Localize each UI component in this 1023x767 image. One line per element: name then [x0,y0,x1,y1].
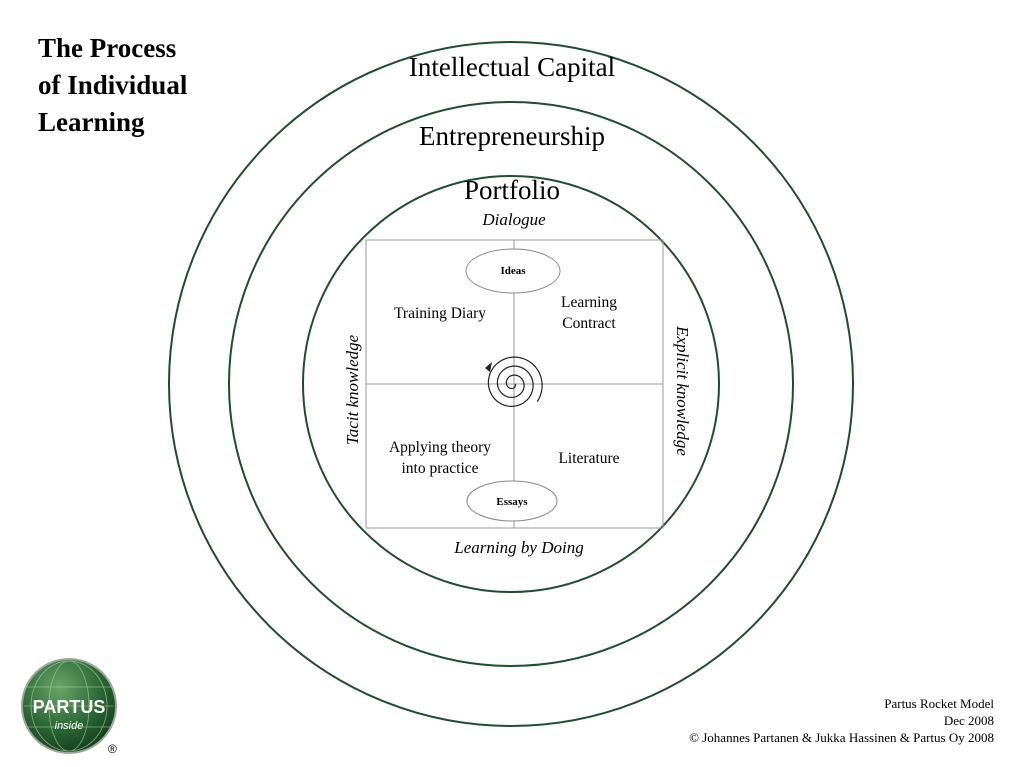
inner-ring [302,175,720,593]
credits-block: Partus Rocket Model Dec 2008 © Johannes … [689,695,994,746]
credits-line-3: © Johannes Partanen & Jukka Hassinen & P… [689,730,994,745]
explicit-knowledge-label: Explicit knowledge [673,326,692,456]
essays-label: Essays [496,496,528,508]
spiral-arrowhead-icon [485,362,492,372]
applying-theory-line-2: into practice [401,460,479,477]
applying-theory-line-1: Applying theory [388,439,492,456]
learning-contract-text: Learning Contract [561,292,617,334]
essays-oval [466,480,558,522]
ideas-label: Ideas [500,265,526,277]
applying-theory-text: Applying theory into practice [389,437,491,479]
credits-line-1: Partus Rocket Model [884,696,994,711]
spiral-icon [487,356,543,407]
logo-subtext: inside [55,720,84,732]
credits-line-2: Dec 2008 [943,713,994,728]
middle-ring [228,101,794,667]
logo-text: PARTUS [33,697,106,717]
tacit-knowledge-label: Tacit knowledge [343,334,362,446]
title-line-3: Learning [38,107,145,137]
page-title: The Process of Individual Learning [38,30,238,141]
intellectual-capital-label: Intellectual Capital [408,52,616,82]
globe-gridlines [24,660,114,752]
registered-mark: ® [108,742,117,756]
partus-logo: PARTUS inside [21,658,117,754]
literature-text: Literature [558,450,620,467]
title-line-1: The Process [38,33,177,63]
learning-contract-line-2: Contract [562,315,616,332]
training-diary-text: Training Diary [394,305,486,322]
entrepreneurship-label: Entrepreneurship [419,121,605,151]
learning-contract-line-1: Learning [561,294,617,311]
outer-ring [168,41,854,727]
ideas-oval [465,248,561,294]
dialogue-label: Dialogue [482,210,546,229]
learning-by-doing-label: Learning by Doing [454,538,584,557]
portfolio-label: Portfolio [463,175,561,205]
title-line-2: of Individual [38,70,188,100]
